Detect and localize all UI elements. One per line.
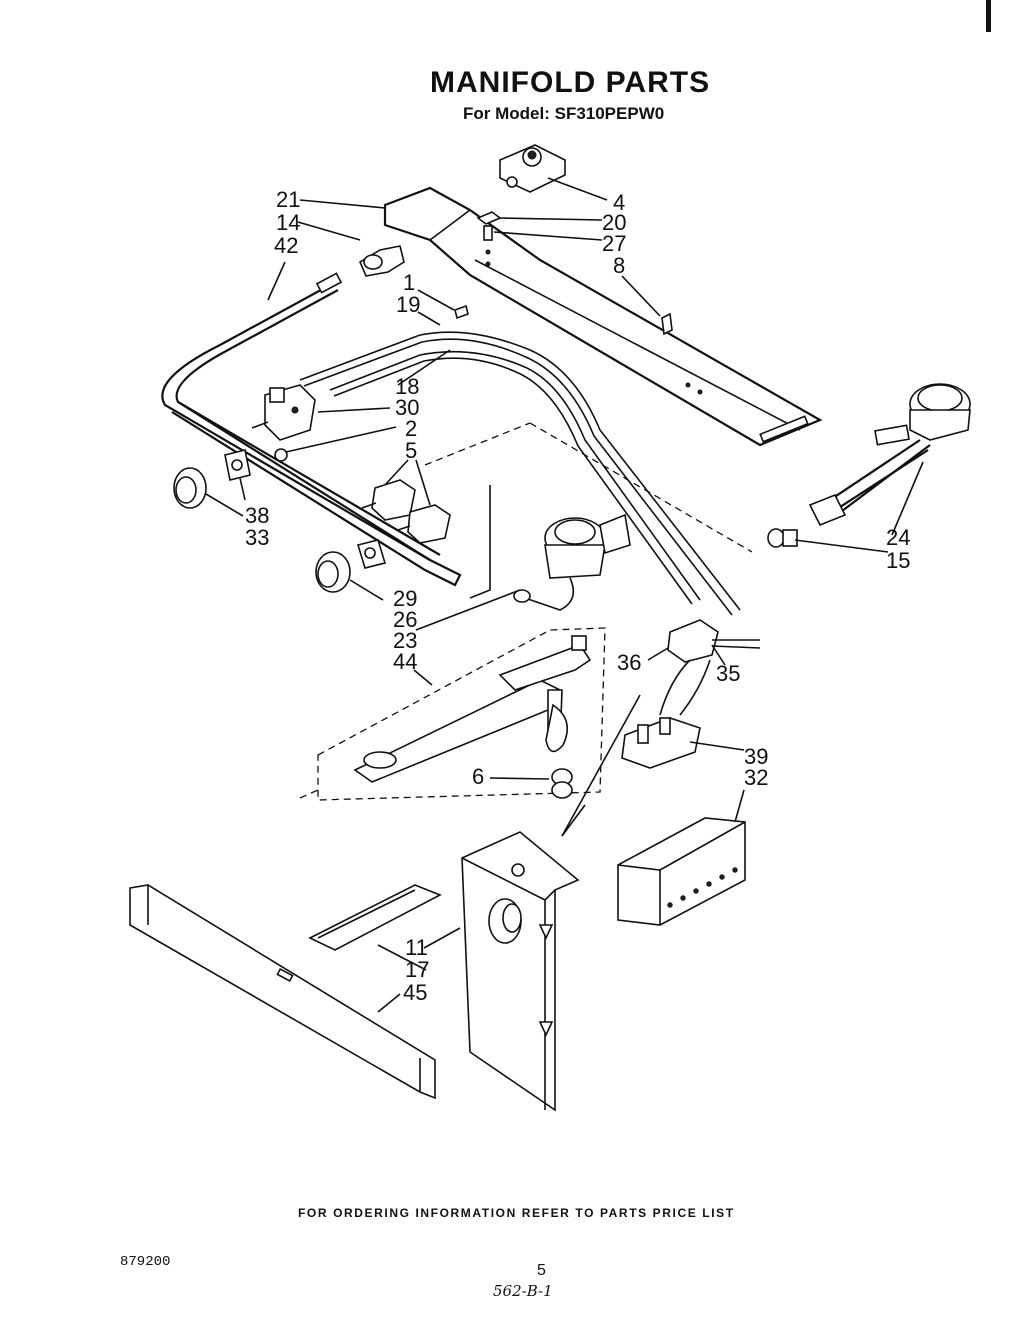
callout-42: 42 <box>274 233 298 258</box>
callout-1: 1 <box>403 270 415 295</box>
leader-bracket-5 <box>469 485 491 599</box>
document-number: 879200 <box>120 1254 171 1270</box>
part-2-nut <box>274 448 288 462</box>
part-24-burner <box>808 383 971 527</box>
callout-2: 2 <box>405 416 417 441</box>
leader-v-2 <box>561 804 586 837</box>
corner-registration-mark <box>986 0 991 32</box>
part-4-valve <box>499 144 566 193</box>
callout-29: 29 <box>393 586 417 611</box>
part-20-27-bracket <box>476 211 502 267</box>
callout-5: 5 <box>405 438 417 463</box>
part-36-35-connector <box>667 619 761 663</box>
callout-17: 17 <box>405 957 429 982</box>
ordering-note: FOR ORDERING INFORMATION REFER TO PARTS … <box>298 1206 735 1220</box>
part-19-18-tubes <box>299 331 741 616</box>
callout-38: 38 <box>245 503 269 528</box>
callout-36: 36 <box>617 650 641 675</box>
part-11-heat-shield <box>461 831 580 1112</box>
part-29-26-knob <box>315 539 387 593</box>
part-14-clamp <box>358 245 405 277</box>
callout-44: 44 <box>393 649 417 674</box>
callout-35: 35 <box>716 661 740 686</box>
part-23-burner <box>513 513 631 611</box>
part-32-box <box>617 817 746 926</box>
part-39-thermostat <box>621 659 711 769</box>
part-45-front-panel <box>129 884 436 1100</box>
leader-v-1 <box>561 694 641 837</box>
callout-32: 32 <box>744 765 768 790</box>
callout-21: 21 <box>276 187 300 212</box>
leader-lines <box>205 177 924 1013</box>
part-30-valve <box>251 384 316 441</box>
callout-27: 27 <box>602 231 626 256</box>
leader-dashed-2 <box>424 422 531 466</box>
part-38-33-knob <box>173 449 251 509</box>
model-subtitle: For Model: SF310PEPW0 <box>463 104 665 123</box>
callout-19: 19 <box>396 292 420 317</box>
callout-20: 20 <box>602 210 626 235</box>
callout-23: 23 <box>393 628 417 653</box>
callout-45: 45 <box>403 980 427 1005</box>
callout-24: 24 <box>886 525 910 550</box>
part-15-fitting <box>767 528 798 548</box>
part-6-nut <box>551 768 573 799</box>
callout-39: 39 <box>744 744 768 769</box>
callout-30: 30 <box>395 395 419 420</box>
callout-14: 14 <box>276 210 300 235</box>
handwritten-note: 562-B-1 <box>493 1282 553 1300</box>
callout-8: 8 <box>613 253 625 278</box>
part-17-bracket <box>308 884 442 951</box>
manifold-rail <box>383 186 823 447</box>
page-title: MANIFOLD PARTS <box>430 66 711 99</box>
manifold-pipe <box>171 401 462 587</box>
part-8-clip <box>661 312 673 336</box>
callout-6: 6 <box>472 764 484 789</box>
callout-4: 4 <box>613 190 625 215</box>
leader-dashed-1 <box>529 422 753 553</box>
part-1-clip <box>454 304 469 320</box>
page-number: 5 <box>537 1262 546 1279</box>
callout-33: 33 <box>245 525 269 550</box>
callout-26: 26 <box>393 607 417 632</box>
part-5-valves <box>361 479 451 544</box>
part-42-gas-tube <box>161 272 441 561</box>
part-44-broiler-burner <box>299 627 606 801</box>
callout-15: 15 <box>886 548 910 573</box>
callout-11: 11 <box>405 935 428 960</box>
callout-18: 18 <box>395 374 419 399</box>
